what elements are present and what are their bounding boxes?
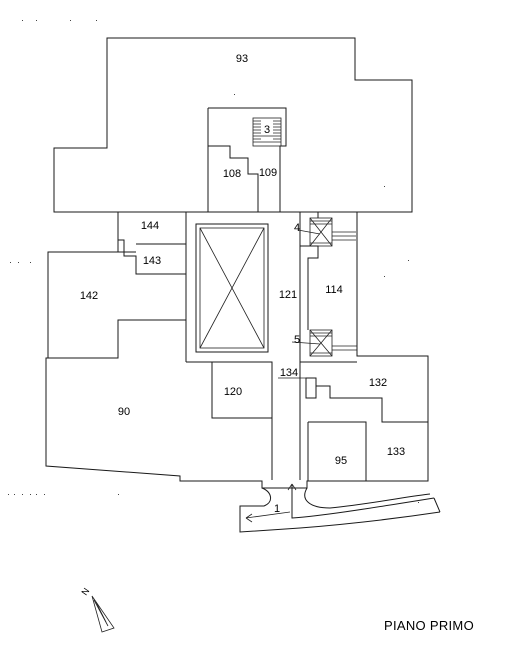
north-label: N [79, 586, 91, 597]
north-arrow-icon: N [79, 586, 115, 633]
label-121: 121 [279, 289, 297, 301]
rooms-108-109 [207, 145, 259, 212]
specks [8, 20, 419, 503]
room-114 [300, 211, 319, 330]
stairs-5 [291, 329, 357, 357]
rooms-142-143-144 [48, 212, 187, 362]
label-1: 1 [274, 503, 280, 515]
stairs-4 [297, 217, 356, 247]
label-93: 93 [236, 53, 248, 65]
label-120: 120 [224, 386, 242, 398]
label-143: 143 [143, 255, 161, 267]
corridor-121 [186, 212, 301, 480]
building-outline [45, 37, 429, 489]
label-114: 114 [325, 284, 343, 296]
label-4: 4 [294, 222, 300, 234]
label-109: 109 [259, 167, 277, 179]
label-90: 90 [118, 406, 130, 418]
label-133: 133 [387, 446, 405, 458]
label-108: 108 [223, 168, 241, 180]
ramp-1 [239, 483, 441, 533]
label-5: 5 [294, 334, 300, 346]
plan-title: PIANO PRIMO [384, 618, 474, 633]
stairs-3 [252, 117, 282, 147]
room-labels: 93 3 108 109 144 143 142 121 4 114 5 134… [80, 53, 405, 515]
rooms-east [211, 361, 428, 481]
label-134: 134 [280, 367, 298, 379]
label-3: 3 [264, 124, 270, 136]
label-95: 95 [335, 455, 347, 467]
label-144: 144 [141, 220, 159, 232]
label-132: 132 [369, 377, 387, 389]
label-142: 142 [80, 290, 98, 302]
void-121 [195, 223, 269, 353]
